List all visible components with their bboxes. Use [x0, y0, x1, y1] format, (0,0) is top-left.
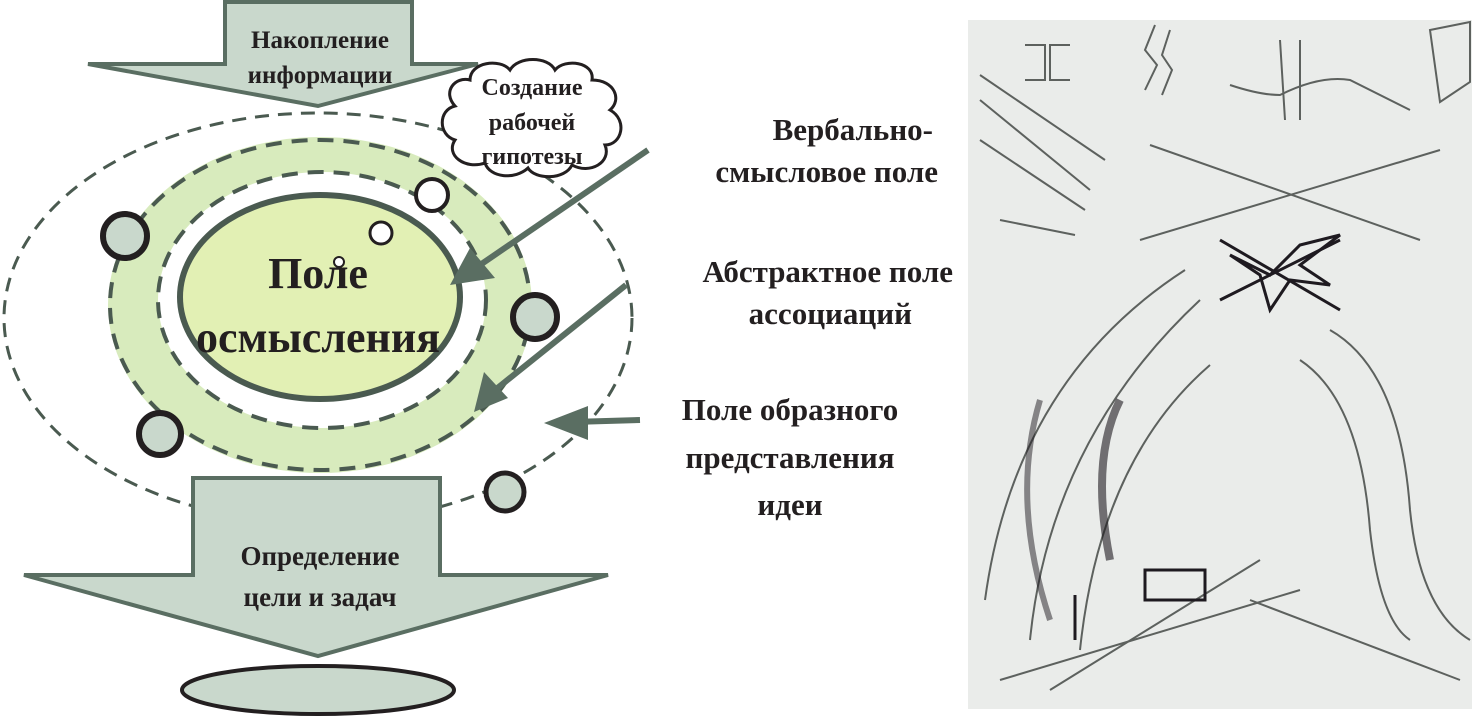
bottom-ellipse — [180, 664, 456, 716]
abstract-label-2: ассоциаций — [749, 296, 912, 331]
figurative-label-2: представления — [686, 440, 895, 475]
top-arrow-label-1: Накопление — [251, 27, 389, 54]
core-ellipse — [177, 192, 463, 402]
cloud-label-1: Создание — [482, 75, 583, 101]
hypothesis-cloud — [440, 58, 623, 179]
verbal-label-1: Вербально- — [773, 112, 933, 147]
cloud-label-2: рабочей — [489, 110, 576, 136]
figurative-label-1: Поле образного — [682, 392, 898, 427]
bottom-arrow-label-1: Определение — [240, 541, 399, 571]
figurative-field-ellipse — [2, 111, 634, 525]
core-label-1: Поле — [268, 249, 368, 298]
bottom-arrow — [23, 476, 609, 659]
cloud-label-3: гипотезы — [481, 144, 582, 170]
top-arrow — [87, 0, 479, 109]
figurative-label-3: идеи — [757, 487, 822, 522]
abstract-label-1: Абстрактное поле — [703, 254, 953, 289]
top-arrow-label-2: информации — [248, 62, 393, 89]
pointer-arrows — [450, 147, 650, 440]
verbal-label-2: смысловое поле — [715, 154, 938, 189]
core-label-2: осмысления — [196, 313, 440, 362]
bottom-arrow-label-2: цели и задач — [244, 582, 397, 612]
idea-bubbles — [100, 177, 560, 514]
pencil-sketch-illustration — [968, 20, 1472, 709]
